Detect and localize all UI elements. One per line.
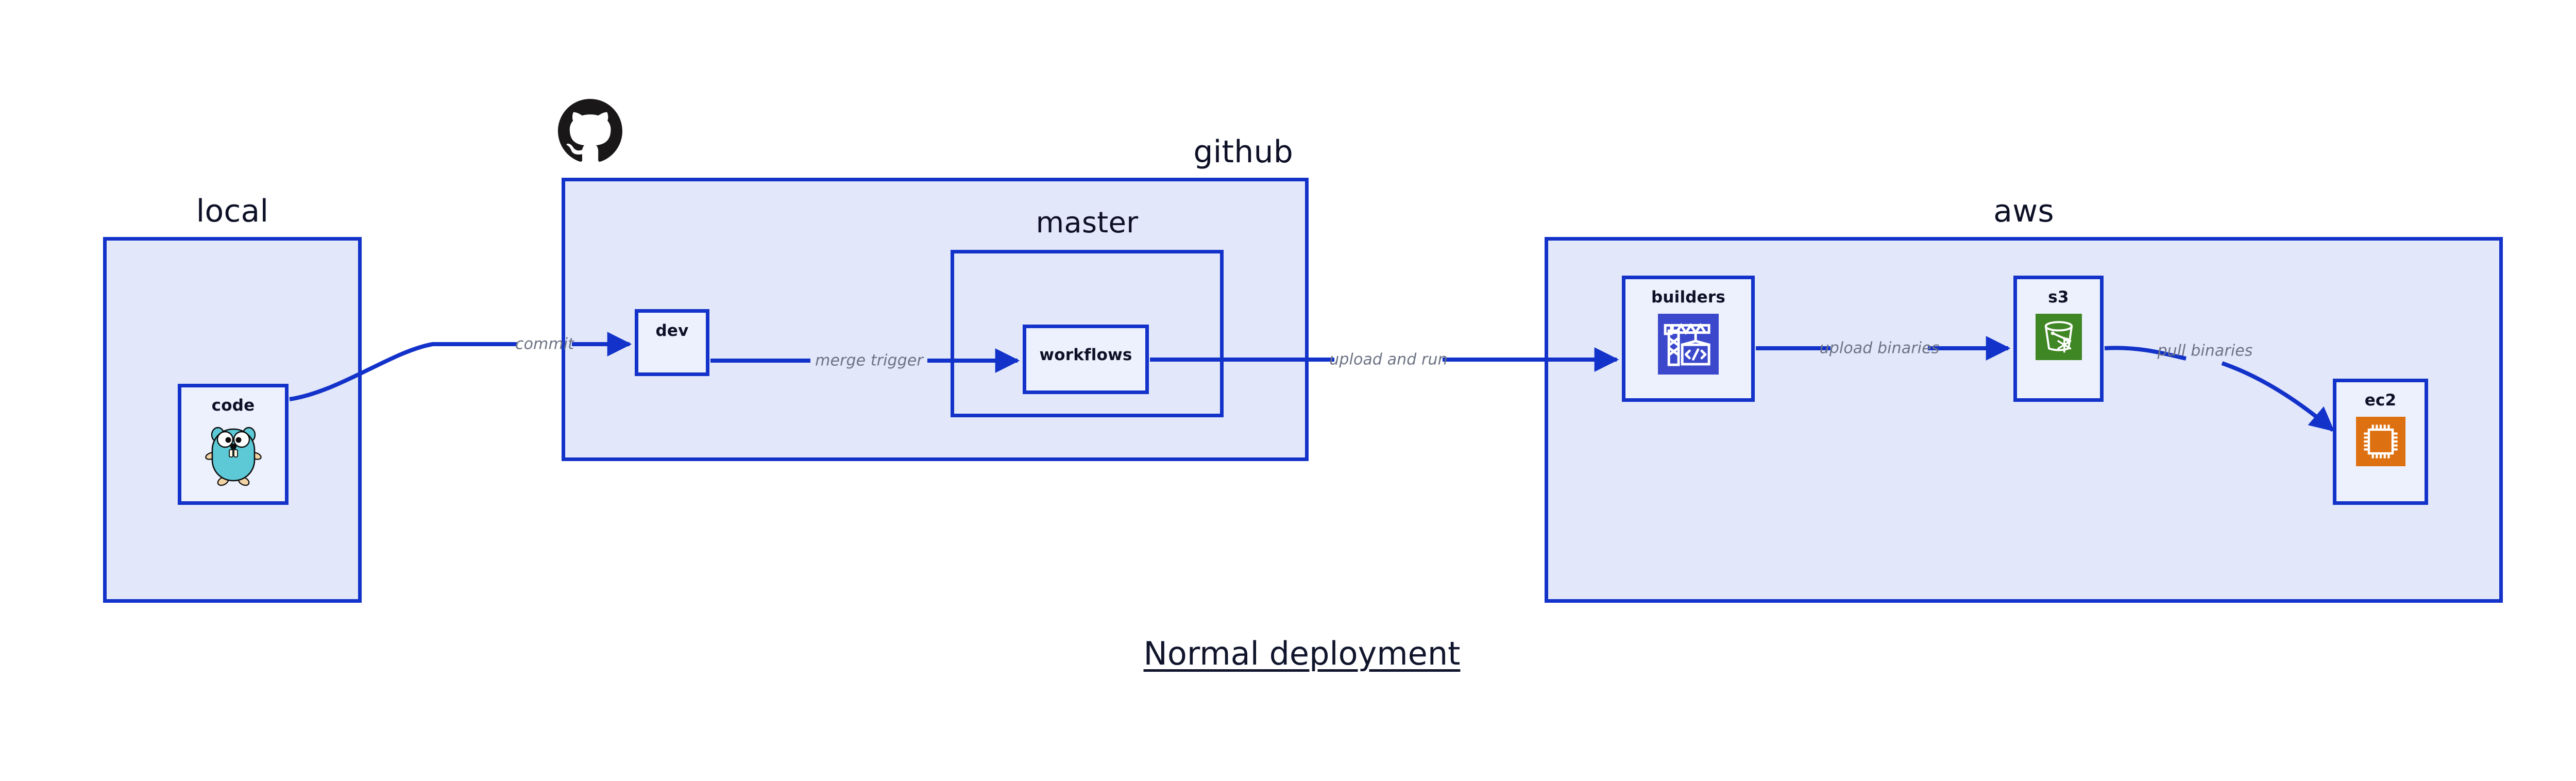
aws-codebuild-icon [1658, 314, 1719, 375]
aws-ec2-chip-icon [2355, 417, 2405, 466]
node-code[interactable]: code [178, 384, 289, 505]
edge-label-commit: commit [515, 335, 574, 353]
node-workflows[interactable]: workflows [1023, 325, 1149, 394]
node-s3-label: s3 [2048, 288, 2069, 307]
node-ec2[interactable]: ec2 [2333, 379, 2428, 505]
node-dev[interactable]: dev [635, 309, 709, 376]
edge-label-pull-binaries: pull binaries [2157, 342, 2253, 360]
group-master-label: master [1036, 206, 1139, 240]
group-aws-label: aws [1993, 193, 2054, 229]
node-builders-label: builders [1651, 288, 1726, 307]
aws-s3-bucket-icon [2035, 314, 2082, 360]
group-github-label: github [1193, 134, 1293, 170]
node-code-label: code [211, 396, 255, 415]
edge-label-upload-binaries: upload binaries [1819, 339, 1940, 358]
node-s3[interactable]: s3 [2013, 276, 2104, 402]
node-ec2-label: ec2 [2364, 391, 2397, 410]
node-dev-label: dev [655, 321, 689, 340]
edge-label-upload-and-run: upload and run [1329, 350, 1448, 369]
github-octocat-icon [558, 99, 622, 163]
edge-label-merge-trigger: merge trigger [815, 351, 923, 370]
node-builders[interactable]: builders [1622, 276, 1755, 402]
node-workflows-label: workflows [1039, 346, 1132, 364]
diagram-title: Normal deployment [1143, 635, 1461, 672]
group-local-label: local [196, 193, 269, 229]
go-gopher-icon [205, 422, 262, 488]
